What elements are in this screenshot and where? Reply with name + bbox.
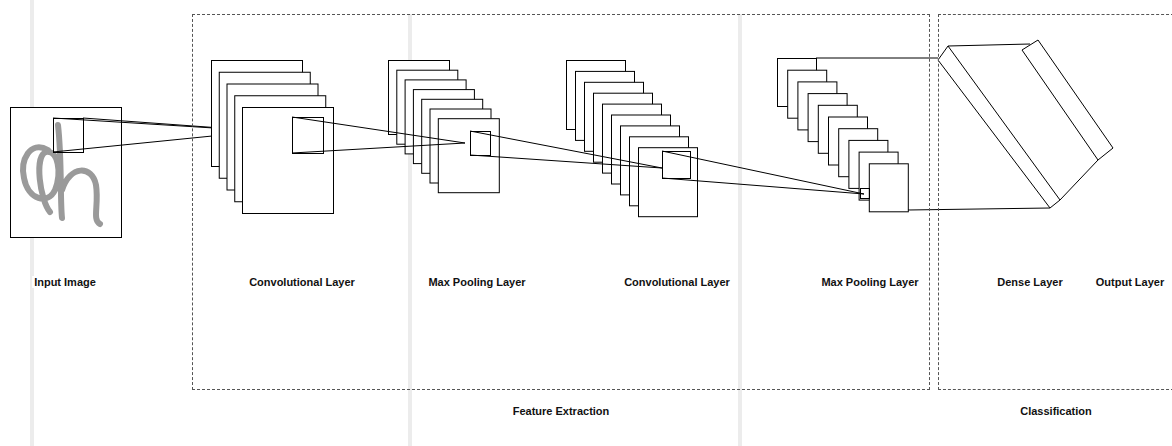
feature-map — [243, 108, 334, 214]
layer-label: Dense Layer — [995, 276, 1064, 288]
input-image-frame — [11, 108, 122, 238]
layer-label: Input Image — [32, 276, 98, 288]
feature-map — [438, 119, 499, 193]
layer-label: Output Layer — [1094, 276, 1166, 288]
region-title: Feature Extraction — [193, 405, 929, 417]
feature-map-stacks — [212, 59, 909, 217]
projection-lines — [292, 58, 1050, 210]
region-title: Classification — [939, 405, 1172, 417]
layer-label: Convolutional Layer — [622, 276, 732, 288]
layer-label: Convolutional Layer — [247, 276, 357, 288]
feature-map — [869, 164, 908, 212]
layer-label: Max Pooling Layer — [819, 276, 920, 288]
handwritten-glyph — [23, 125, 100, 224]
feature-map — [639, 148, 698, 217]
dashed-region: Feature Extraction — [192, 14, 930, 390]
dense-output-slabs — [938, 40, 1113, 208]
background-rule — [32, 0, 740, 446]
dashed-region: Classification — [938, 14, 1172, 390]
receptive-field — [54, 119, 84, 153]
layer-label: Max Pooling Layer — [426, 276, 527, 288]
